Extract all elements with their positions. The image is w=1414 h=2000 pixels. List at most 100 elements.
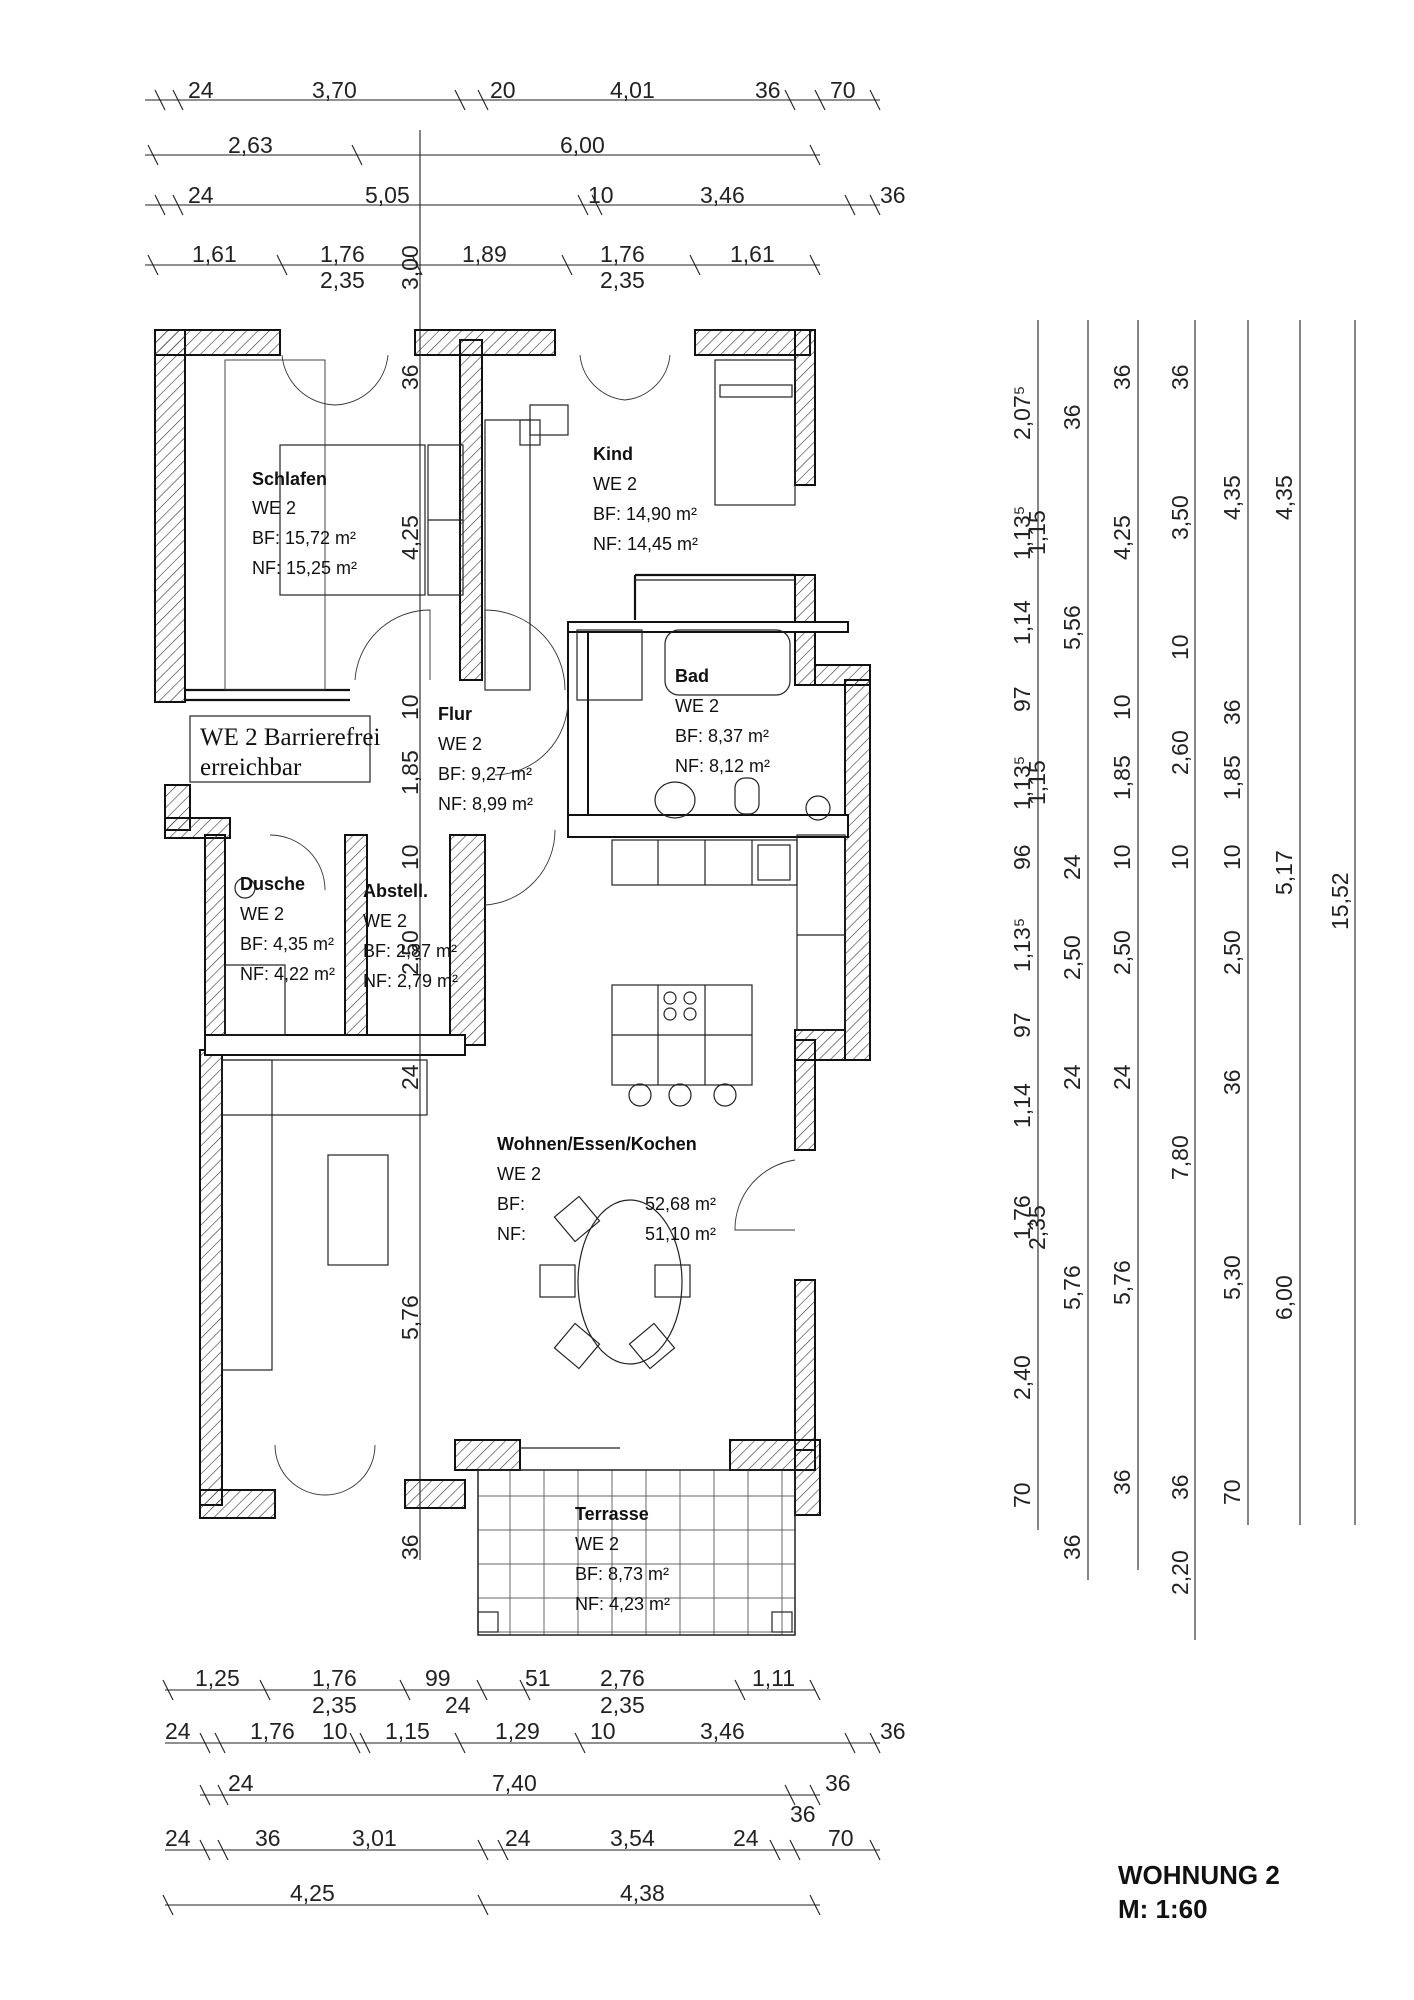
dim-top-1-d: 4,01	[610, 77, 655, 103]
dim-r4-h: 2,20	[1167, 1550, 1193, 1595]
room-bf: BF: 4,35 m²	[240, 934, 334, 954]
dim-r2-h: 2,35	[1024, 1205, 1050, 1250]
dim-r3-h: 5,76	[1109, 1260, 1135, 1305]
dimension-inner: 36 4,25 10 1,85 10 2,50 24 5,76 36	[397, 330, 423, 1560]
room-nf: NF: 14,45 m²	[593, 534, 698, 554]
dim-inner-b: 4,25	[397, 515, 423, 560]
room-unit: WE 2	[575, 1534, 619, 1554]
dim-r5-g: 5,30	[1219, 1255, 1245, 1300]
room-abstell: Abstell. WE 2 BF: 2,87 m² NF: 2,79 m²	[363, 881, 458, 991]
dim-bot-1-d: 51	[525, 1665, 551, 1691]
dim-r2-c: 5,56	[1059, 605, 1085, 650]
dim-r1-g: 1,13⁵	[1009, 918, 1035, 972]
dim-top-3-b: 5,05	[365, 182, 410, 208]
dim-inner-g: 24	[397, 1064, 423, 1090]
room-nf: NF:	[497, 1224, 526, 1244]
room-wohnen: Wohnen/Essen/Kochen WE 2 BF: 52,68 m² NF…	[497, 1134, 716, 1244]
plan-title: WOHNUNG 2	[1118, 1860, 1280, 1890]
dim-bot-3-b: 1,76	[250, 1718, 295, 1744]
room-name: Abstell.	[363, 881, 428, 901]
dim-r6-a: 4,35	[1219, 475, 1245, 520]
note-line-2: erreichbar	[200, 754, 302, 781]
dim-r5-b: 36	[1219, 699, 1245, 725]
room-nf: NF: 2,79 m²	[363, 971, 458, 991]
dim-r6-b: 5,17	[1271, 850, 1297, 895]
dim-top-4-b: 1,76	[320, 241, 365, 267]
dim-r1-j: 1,76	[1009, 1195, 1035, 1240]
room-name: Wohnen/Essen/Kochen	[497, 1134, 697, 1154]
room-unit: WE 2	[438, 734, 482, 754]
room-dusche: Dusche WE 2 BF: 4,35 m² NF: 4,22 m²	[240, 874, 335, 984]
furniture	[221, 359, 846, 1636]
room-bad: Bad WE 2 BF: 8,37 m² NF: 8,12 m²	[675, 666, 770, 776]
room-labels: Schlafen WE 2 BF: 15,72 m² NF: 15,25 m² …	[240, 444, 770, 1614]
dim-bot-3-c: 10	[322, 1718, 348, 1744]
room-unit: WE 2	[593, 474, 637, 494]
room-nf: NF: 4,23 m²	[575, 1594, 670, 1614]
dim-inner-h: 5,76	[397, 1295, 423, 1340]
room-name: Kind	[593, 444, 633, 464]
note-line-1: WE 2 Barrierefrei	[200, 724, 380, 751]
dim-bot-5-g: 70	[828, 1825, 854, 1851]
room-bf: BF: 2,87 m²	[363, 941, 457, 961]
plan-title-block: WOHNUNG 2 M: 1:60	[1118, 1860, 1280, 1924]
dim-top-4-a: 1,61	[192, 241, 237, 267]
room-bf: BF: 8,37 m²	[675, 726, 769, 746]
dim-top-1-c: 20	[490, 77, 516, 103]
dim-r3-b: 4,25	[1109, 515, 1135, 560]
dim-r1-f: 96	[1009, 844, 1035, 870]
dim-top-4-c: 3,00	[397, 245, 423, 290]
dim-top-4-f: 1,61	[730, 241, 775, 267]
dim-r4-f: 7,80	[1167, 1135, 1193, 1180]
dim-top-1-a: 24	[188, 77, 214, 103]
dim-inner-f: 2,50	[397, 930, 423, 975]
dim-top-3-d: 3,46	[700, 182, 745, 208]
dimension-chains-right: 2,07⁵ 1,13⁵ 1,14 97 1,13⁵ 96 1,13⁵ 97 1,…	[1009, 320, 1356, 1640]
dim-bot-2-b: 24	[445, 1692, 471, 1718]
room-name: Flur	[438, 704, 472, 724]
room-kind: Kind WE 2 BF: 14,90 m² NF: 14,45 m²	[593, 444, 698, 554]
dim-r2-a: 36	[1059, 404, 1085, 430]
dim-inner-i: 36	[397, 1534, 423, 1560]
dim-r1-a: 2,07⁵	[1009, 386, 1035, 440]
room-flur: Flur WE 2 BF: 9,27 m² NF: 8,99 m²	[438, 704, 533, 814]
dim-bot-1-a: 1,25	[195, 1665, 240, 1691]
dim-r5-d: 10	[1219, 844, 1245, 870]
dim-r1-l: 70	[1009, 1482, 1035, 1508]
dim-top-3-c: 10	[588, 182, 614, 208]
dim-r2-i: 5,76	[1059, 1265, 1085, 1310]
dim-r4-a: 36	[1167, 364, 1193, 390]
dim-bot-5-b: 36	[255, 1825, 281, 1851]
dim-top-5-a: 2,35	[320, 267, 365, 293]
dim-r7-b: 15,52	[1327, 872, 1353, 930]
dim-r1-h: 97	[1009, 1012, 1035, 1038]
dim-r4-d: 2,60	[1167, 730, 1193, 775]
dim-bot-3-a: 24	[165, 1718, 191, 1744]
dim-bot-4-c: 36	[825, 1770, 851, 1796]
dim-bot-5-f: 24	[733, 1825, 759, 1851]
dim-bot-4-b: 7,40	[492, 1770, 537, 1796]
dim-r3-e: 10	[1109, 844, 1135, 870]
walls	[154, 329, 871, 1519]
dim-r4-g: 36	[1167, 1474, 1193, 1500]
doors	[269, 354, 796, 1496]
dim-top-3-a: 24	[188, 182, 214, 208]
dim-r3-c: 10	[1109, 694, 1135, 720]
dim-r1-m: 36	[1059, 1534, 1085, 1560]
dim-bot-3-h: 36	[880, 1718, 906, 1744]
room-nf: NF: 4,22 m²	[240, 964, 335, 984]
dim-top-1-f: 70	[830, 77, 856, 103]
dim-r5-c: 1,85	[1219, 755, 1245, 800]
dim-bot-1-f: 1,11	[752, 1665, 795, 1691]
dim-top-3-e: 36	[880, 182, 906, 208]
dim-bot-3-g: 3,46	[700, 1718, 745, 1744]
dim-r1-k: 2,40	[1009, 1355, 1035, 1400]
room-nf-value: 51,10 m²	[645, 1224, 716, 1244]
room-name: Dusche	[240, 874, 305, 894]
dim-top-2-b: 6,00	[560, 132, 605, 158]
dim-top-1-b: 3,70	[312, 77, 357, 103]
dim-bot-3-e: 1,29	[495, 1718, 540, 1744]
room-unit: WE 2	[252, 498, 296, 518]
dim-r2-e: 24	[1059, 854, 1085, 880]
dim-inner-a: 36	[397, 364, 423, 390]
